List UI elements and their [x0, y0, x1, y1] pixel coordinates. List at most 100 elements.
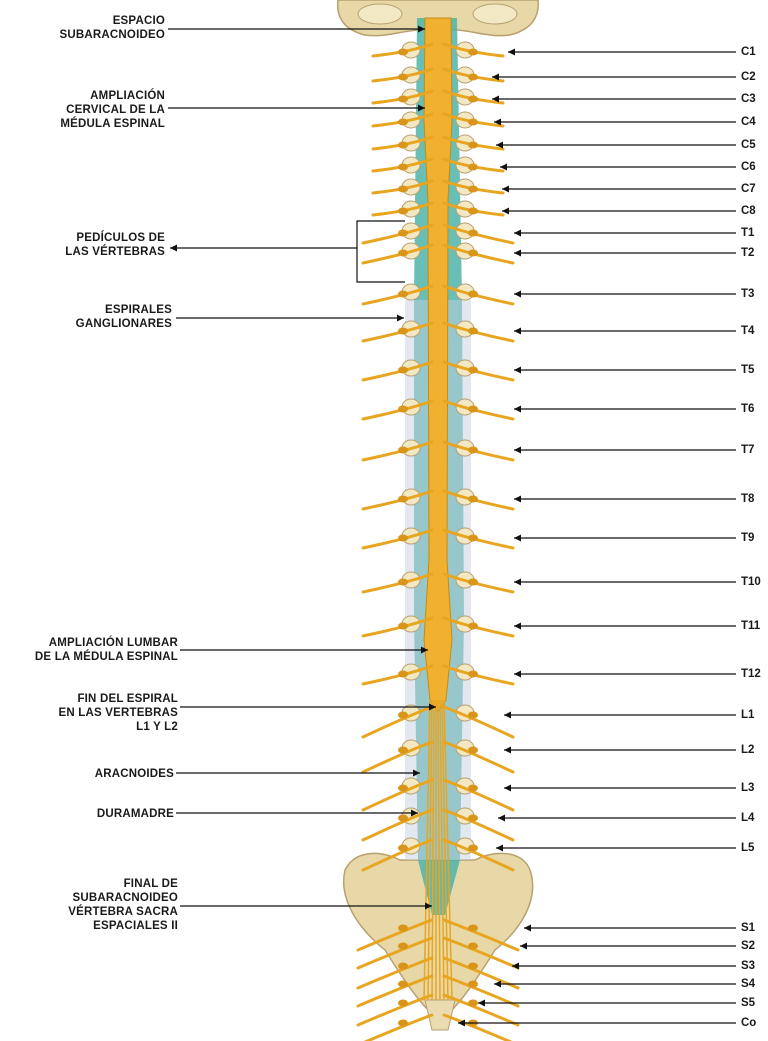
dorsal-root-ganglion-left: [398, 141, 408, 149]
level-label-c7: C7: [741, 183, 756, 195]
dorsal-root-ganglion-left: [398, 746, 408, 754]
dorsal-root-ganglion-left: [398, 118, 408, 126]
leader-arrow-t5: [514, 366, 521, 374]
spinal-nerve-left: [361, 838, 434, 872]
dorsal-root-ganglion-right: [468, 962, 478, 970]
spinal-nerve-left: [356, 956, 434, 990]
dorsal-root-ganglion-left: [398, 405, 408, 413]
spinal-nerve-right: [442, 918, 520, 952]
dorsal-root-ganglion-left: [398, 924, 408, 932]
level-label-co: Co: [741, 1017, 757, 1029]
leader-arrow-t10: [514, 578, 521, 586]
dorsal-root-ganglion-left: [398, 814, 408, 822]
spinal-nerve-left: [356, 974, 434, 1008]
leader-arrow-c6: [500, 163, 507, 171]
dorsal-root-ganglion-left: [398, 578, 408, 586]
label-subarachnoid-space: ESPACIO SUBARACNOIDEO: [59, 15, 165, 41]
spinal-nerve-right: [442, 936, 520, 970]
spinal-nerve-right: [442, 808, 515, 842]
leader-arrow-lumbar: [421, 646, 428, 654]
level-label-t8: T8: [741, 493, 755, 505]
dorsal-root-ganglion-right: [468, 118, 478, 126]
dorsal-root-ganglion-left: [398, 185, 408, 193]
dorsal-root-ganglion-left: [398, 784, 408, 792]
leader-arrow-s4: [494, 980, 501, 988]
dorsal-root-ganglion-left: [398, 73, 408, 81]
leader-arrow-t1: [514, 229, 521, 237]
level-label-c1: C1: [741, 46, 756, 58]
leader-arrow-t3: [514, 290, 521, 298]
spinal-nerve-right: [442, 778, 515, 812]
leader-arrow-s5: [478, 999, 485, 1007]
label-cervical-enlargement: AMPLIACIÓN CERVICAL DE LA MÉDULA ESPINAL: [60, 90, 165, 130]
level-label-t1: T1: [741, 227, 755, 239]
dorsal-root-ganglion-left: [398, 999, 408, 1007]
leader-arrow-l3: [504, 784, 511, 792]
level-label-t4: T4: [741, 325, 755, 337]
dorsal-root-ganglion-left: [398, 844, 408, 852]
level-label-t6: T6: [741, 403, 755, 415]
leader-arrow-t12: [514, 670, 521, 678]
level-label-s4: S4: [741, 978, 756, 990]
level-label-s2: S2: [741, 940, 756, 952]
leader-arrow-c5: [496, 141, 503, 149]
dorsal-root-ganglion-left: [398, 207, 408, 215]
dorsal-root-ganglion-right: [468, 999, 478, 1007]
dorsal-root-ganglion-left: [398, 290, 408, 298]
dorsal-root-ganglion-right: [468, 207, 478, 215]
dorsal-root-ganglion-right: [468, 327, 478, 335]
leader-arrow-c2: [492, 73, 499, 81]
dorsal-root-ganglion-left: [398, 495, 408, 503]
cauda-equina-fiber: [431, 699, 435, 1001]
level-label-l1: L1: [741, 709, 755, 721]
dorsal-root-ganglion-right: [468, 746, 478, 754]
dorsal-root-ganglion-left: [398, 95, 408, 103]
dorsal-root-ganglion-right: [468, 141, 478, 149]
level-label-t9: T9: [741, 532, 755, 544]
dorsal-root-ganglion-left: [398, 1019, 408, 1027]
cauda-equina-fiber: [423, 699, 431, 1001]
leader-arrow-t8: [514, 495, 521, 503]
level-label-s1: S1: [741, 922, 756, 934]
dorsal-root-ganglion-right: [468, 163, 478, 171]
level-label-t3: T3: [741, 288, 755, 300]
leader-arrow-s2: [520, 942, 527, 950]
dorsal-root-ganglion-right: [468, 670, 478, 678]
dorsal-root-ganglion-left: [398, 670, 408, 678]
dorsal-root-ganglion-right: [468, 814, 478, 822]
leader-arrow-t2: [514, 249, 521, 257]
spinal-nerve-right: [442, 1013, 513, 1041]
leader-arrow-c1: [508, 48, 515, 56]
label-vertebral-pedicles: PEDÍCULOS DE LAS VÉRTEBRAS: [65, 232, 165, 258]
dorsal-root-ganglion-right: [468, 534, 478, 542]
dorsal-root-ganglion-left: [398, 229, 408, 237]
leader-arrow-t9: [514, 534, 521, 542]
spinal-nerve-left: [356, 918, 434, 952]
dorsal-root-ganglion-left: [398, 942, 408, 950]
dorsal-root-ganglion-left: [398, 980, 408, 988]
leader-arrow-c4: [494, 118, 501, 126]
label-arachnoid: ARACNOIDES: [94, 768, 174, 780]
level-label-c3: C3: [741, 93, 756, 105]
level-label-t11: T11: [741, 620, 761, 632]
leader-arrow-t4: [514, 327, 521, 335]
dorsal-root-ganglion-right: [468, 784, 478, 792]
dorsal-root-ganglion-right: [468, 942, 478, 950]
leader-arrow-arachnoid: [413, 769, 420, 777]
skull-condyle-left: [357, 3, 403, 25]
label-end-of-subarachnoid: FINAL DE SUBARACNOIDEO VÉRTEBRA SACRA ES…: [68, 878, 178, 932]
dorsal-root-ganglion-left: [398, 962, 408, 970]
leader-arrow-co: [458, 1019, 465, 1027]
dorsal-root-ganglion-right: [468, 95, 478, 103]
level-label-c6: C6: [741, 161, 756, 173]
leader-arrow-t7: [514, 446, 521, 454]
dorsal-root-ganglion-left: [398, 327, 408, 335]
cauda-equina-fiber: [439, 699, 445, 1001]
dorsal-root-ganglion-right: [468, 578, 478, 586]
level-label-c4: C4: [741, 116, 756, 128]
coccyx: [424, 999, 456, 1031]
level-label-t10: T10: [741, 576, 761, 588]
spinal-nerve-left: [361, 778, 434, 812]
leader-arrow-dura: [411, 809, 418, 817]
dorsal-root-ganglion-right: [468, 924, 478, 932]
